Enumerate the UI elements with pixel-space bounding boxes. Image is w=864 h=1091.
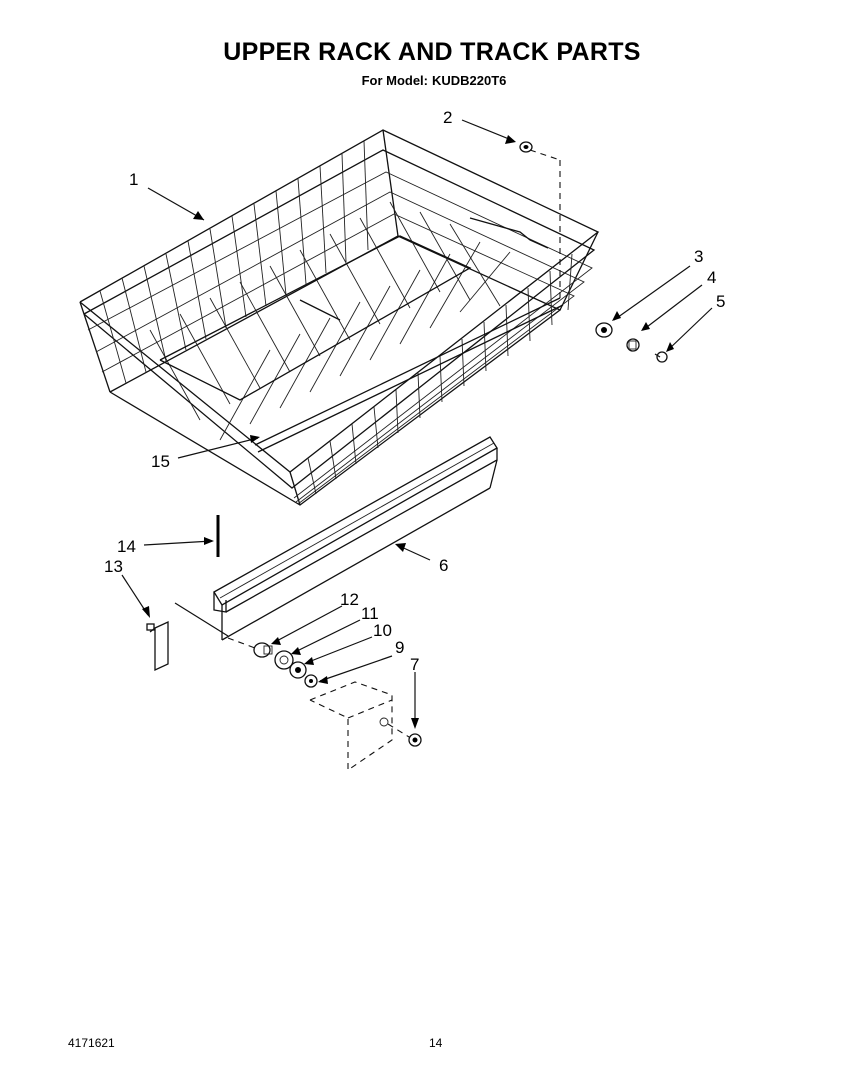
callout-4: 4 [707,268,717,287]
assembly-line-7 [387,723,410,738]
callout-13: 13 [104,557,123,576]
phantom-bracket [309,681,393,772]
callout-6: 6 [439,556,449,575]
document-number: 4171621 [68,1036,115,1050]
item-2-part [519,141,533,153]
item-5-part [654,351,668,363]
arrow-heads [142,135,674,729]
callout-10: 10 [373,621,392,640]
item-9-part [304,674,318,688]
item-3-part [595,322,613,338]
upper-rack [79,129,600,506]
item-4-part [626,338,640,352]
callout-15: 15 [151,452,170,471]
callout-2: 2 [443,108,453,127]
track-rail [213,436,498,641]
callout-9: 9 [395,638,405,657]
callout-14: 14 [117,537,136,556]
callout-12: 12 [340,590,359,609]
assembly-line-13 [174,602,229,637]
callout-1: 1 [129,170,139,189]
item-13-part [146,620,169,672]
model-subtitle: For Model: KUDB220T6 [0,73,864,88]
callout-7: 7 [410,655,420,674]
item-10-part [289,661,307,679]
item-11-part [274,650,294,670]
callout-3: 3 [694,247,704,266]
model-number: KUDB220T6 [432,73,507,88]
assembly-line-12 [227,637,256,649]
leader-lines [121,119,713,726]
page-number: 14 [429,1036,443,1050]
item-7-part [408,733,422,747]
callout-5: 5 [716,292,726,311]
model-label: For Model: [361,73,428,88]
page-title: UPPER RACK AND TRACK PARTS [223,38,641,66]
item-12-part [253,642,273,658]
assembly-line-2b [529,149,561,161]
callout-11: 11 [361,604,379,623]
